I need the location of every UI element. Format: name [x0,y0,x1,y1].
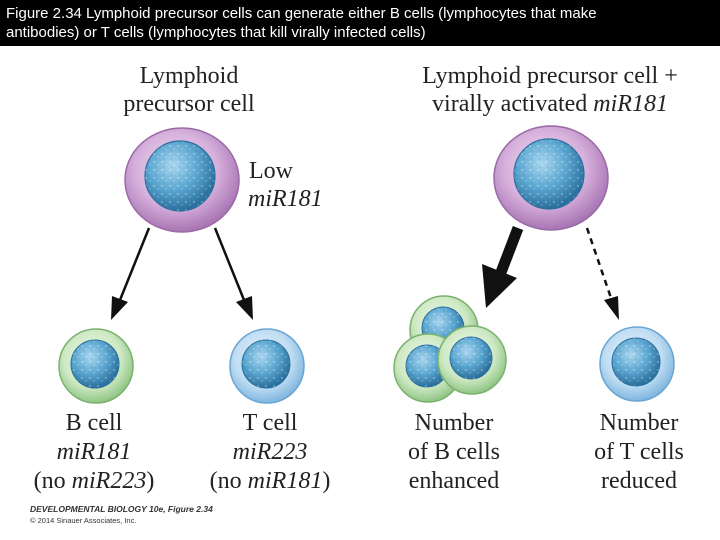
figure-caption: Figure 2.34 Lymphoid precursor cells can… [0,0,720,46]
caption-line-2: antibodies) or T cells (lymphocytes that… [6,24,426,41]
b-cell-label-line-1: B cell [66,410,123,436]
outcome-t-line-1: Number [600,410,679,436]
t-cell-reduced [599,326,675,402]
t-cell-label-line-1: T cell [243,410,298,436]
credit-line-1: DEVELOPMENTAL BIOLOGY 10e, Figure 2.34 [30,504,213,514]
b-cell [58,328,134,404]
left-precursor-cell [124,127,240,233]
left-title-line-1: Lymphoid [140,63,239,89]
b-cell-label-line-3: (no miR223) [34,468,155,494]
outcome-b-line-2: of B cells [408,439,500,465]
outcome-b-line-1: Number [415,410,494,436]
left-note-line-2: miR181 [248,186,323,212]
left-title-line-2: precursor cell [123,91,255,117]
bold-arrow-to-b-cells [482,226,524,308]
arrow-to-t-cell [213,227,253,320]
credit-line-2: © 2014 Sinauer Associates, Inc. [30,516,136,525]
caption-line-1: Figure 2.34 Lymphoid precursor cells can… [6,5,597,22]
outcome-t-line-2: of T cells [594,439,684,465]
b-cell-cluster [393,295,507,403]
right-title-line-2: virally activated miR181 [432,91,668,117]
b-cell-label-line-2: miR181 [57,439,132,465]
arrow-to-b-cell [111,227,151,320]
right-title-line-1: Lymphoid precursor cell + [422,63,677,89]
outcome-t-line-3: reduced [601,468,677,494]
dashed-arrow-to-t-cells [585,227,619,320]
right-precursor-cell [493,125,609,231]
t-cell-label-line-2: miR223 [233,439,308,465]
t-cell [229,328,305,404]
outcome-b-line-3: enhanced [409,468,500,494]
left-note-line-1: Low [249,158,294,184]
t-cell-label-line-3: (no miR181) [210,468,331,494]
